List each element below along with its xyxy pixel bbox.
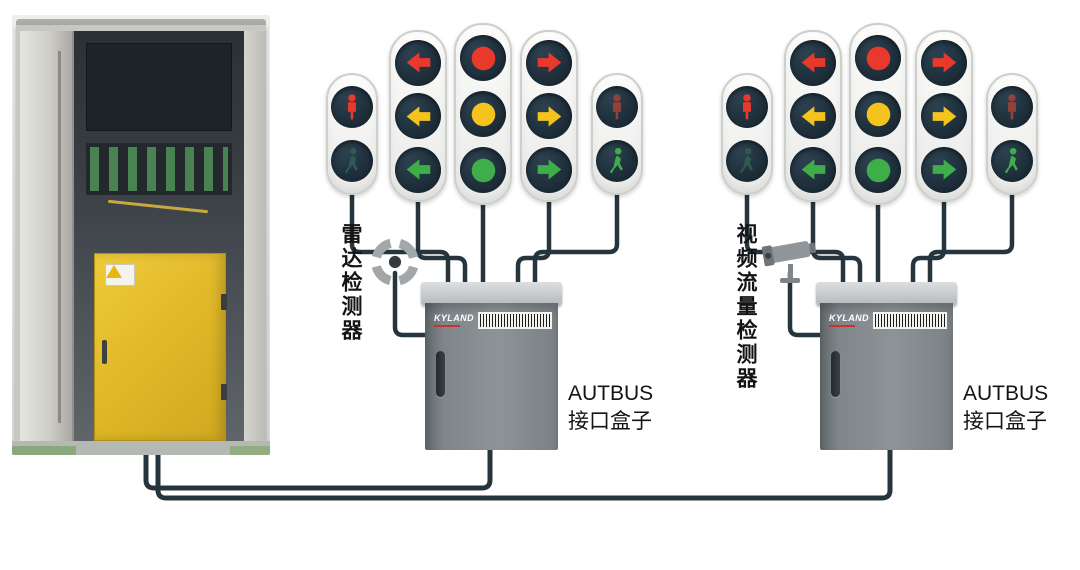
control-cabinet-photo — [12, 15, 270, 455]
box-label-line1: AUTBUS — [568, 382, 654, 405]
kyland-logo-mark — [829, 324, 855, 327]
box-label-line1: AUTBUS — [963, 382, 1049, 405]
autbus-interface-box: KYLAND — [820, 303, 953, 450]
radar-detector-icon — [367, 234, 423, 290]
signal-cluster-right: 视频流量检测器 KYLAND AUTBUS 接口盒子 — [720, 15, 1050, 460]
wire-detector — [392, 270, 434, 338]
video-detector-label: 视频流量检测器 — [734, 223, 757, 391]
signal-wiring — [349, 172, 620, 338]
cabinet-right-frame — [244, 31, 266, 443]
box-handle-icon — [436, 351, 445, 397]
wire-left-arrow — [415, 172, 468, 290]
box-label-line2: 接口盒子 — [568, 409, 652, 433]
kyland-logo-text: KYLAND — [829, 312, 869, 323]
kyland-logo: KYLAND — [829, 312, 869, 327]
autbus-box-label: AUTBUS 接口盒子 — [568, 380, 653, 435]
wire-left-arrow — [810, 172, 863, 290]
hinge — [221, 294, 227, 310]
latch-slot — [102, 340, 107, 364]
wire-ped-right — [927, 172, 1015, 290]
radar-detector-label: 雷达检测器 — [339, 223, 362, 343]
yellow-power-box — [94, 253, 227, 441]
hinge — [221, 384, 227, 400]
cabinet-door — [20, 31, 74, 443]
bus-cable-box1 — [143, 443, 493, 491]
wire-ped-right — [532, 172, 620, 290]
autbus-interface-box: KYLAND — [425, 303, 558, 450]
box-label-line2: 接口盒子 — [963, 409, 1047, 433]
warning-sticker — [105, 264, 135, 286]
equipment-panel — [86, 43, 232, 131]
box-handle-icon — [831, 351, 840, 397]
box-top-row: KYLAND — [829, 311, 948, 329]
box-lid — [421, 282, 562, 305]
kyland-logo-text: KYLAND — [434, 312, 474, 323]
grass — [230, 446, 270, 455]
cabinet-top — [16, 19, 266, 29]
box-top-row: KYLAND — [434, 311, 553, 329]
wire-detector — [787, 270, 829, 338]
warning-triangle-icon — [106, 265, 122, 278]
ground — [12, 441, 270, 455]
kyland-logo: KYLAND — [434, 312, 474, 327]
kyland-logo-mark — [434, 324, 460, 327]
cabinet-door-rod — [58, 51, 61, 423]
module-rack — [86, 143, 232, 195]
video-camera-icon — [758, 231, 828, 293]
serial-barcode — [477, 311, 553, 329]
autbus-box-label: AUTBUS 接口盒子 — [963, 380, 1048, 435]
grass — [12, 446, 76, 455]
serial-barcode — [872, 311, 948, 329]
box-lid — [816, 282, 957, 305]
signal-cluster-left: 雷达检测器 KYLAND AUTBUS 接口盒子 — [325, 15, 655, 460]
bus-cable-box2 — [155, 443, 893, 501]
